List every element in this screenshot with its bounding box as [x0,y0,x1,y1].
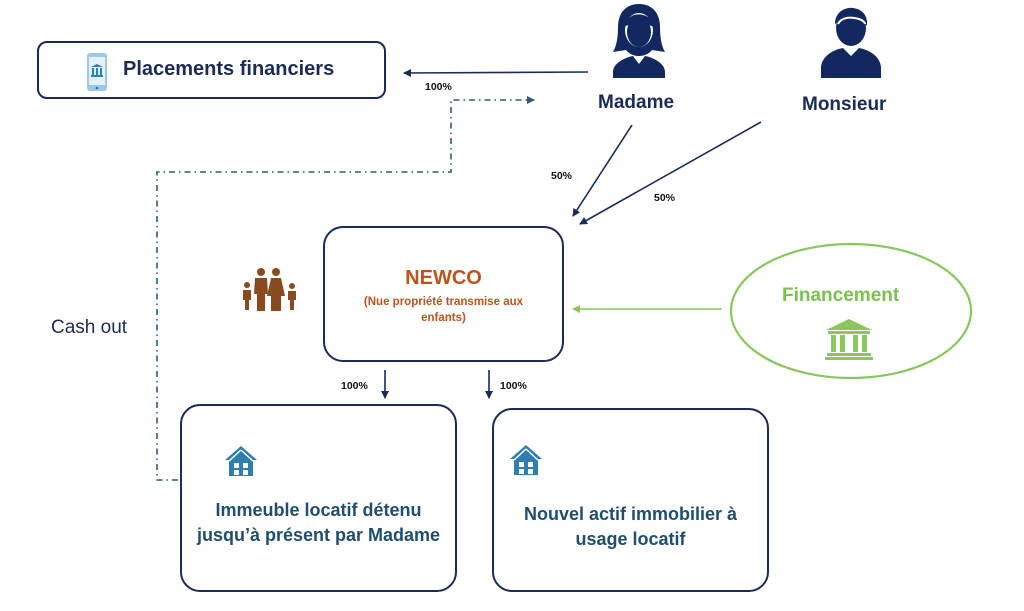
pct-to-placements: 100% [425,81,452,93]
cash-out-label: Cash out [51,317,128,338]
financement-label: Financement [782,285,900,306]
placements-financiers-box: Placements financiers [37,41,386,99]
house-icon [225,446,257,476]
arrow-monsieur-to-newco [579,121,762,225]
house-icon [510,445,542,475]
woman-icon [613,4,665,78]
asset-1-label: Immeuble locatif détenu jusqu’à présent … [196,500,441,545]
financement-ellipse [729,242,973,380]
newco-title: NEWCO [405,267,482,289]
pct-madame-share: 50% [551,170,573,182]
madame-label: Madame [598,92,675,113]
pct-to-asset-2: 100% [500,380,527,392]
pct-to-asset-1: 100% [341,380,368,392]
asset-box-1: Immeuble locatif détenu jusqu’à présent … [180,404,457,592]
asset-2-label: Nouvel actif immobilier à usage locatif [523,504,738,549]
pct-monsieur-share: 50% [654,192,676,204]
newco-subtitle: (Nue propriété transmise aux enfants) [363,296,524,324]
monsieur-label: Monsieur [802,94,887,115]
arrow-madame-to-newco [572,124,633,217]
man-icon [821,7,881,78]
placements-financiers-label: Placements financiers [123,58,335,80]
phone-bank-icon [87,53,107,91]
bank-building-icon [825,319,873,360]
arrow-madame-to-placements [403,68,589,77]
family-icon [243,268,296,311]
asset-box-2: Nouvel actif immobilier à usage locatif [492,408,769,592]
newco-box: NEWCO (Nue propriété transmise aux enfan… [323,226,564,362]
cash-out-path [156,96,535,481]
